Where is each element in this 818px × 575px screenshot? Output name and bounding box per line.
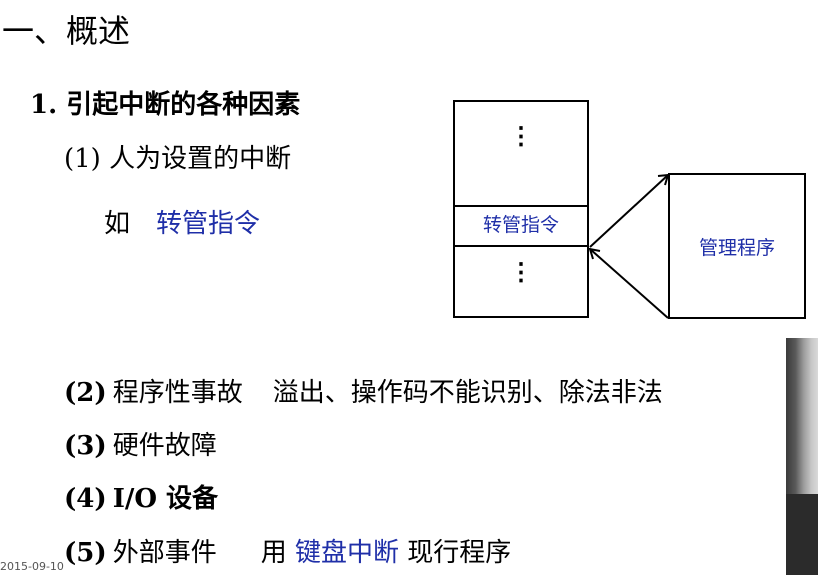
item-number: (3) bbox=[64, 431, 107, 461]
program-stack-diagram: ⋮ 转管指令 ⋮ bbox=[453, 100, 589, 318]
item-label: 程序性事故 bbox=[112, 378, 243, 408]
example-term: 转管指令 bbox=[156, 209, 261, 239]
cause-item-4: (4)I/O 设备 bbox=[64, 478, 218, 515]
item-label: I/O 设备 bbox=[112, 484, 219, 514]
footer-date: 2015-09-10 bbox=[0, 560, 64, 573]
arrow-head-return bbox=[588, 247, 601, 260]
handler-box: 管理程序 bbox=[668, 173, 806, 319]
cause-item-5: (5)外部事件 用 键盘中断 现行程序 bbox=[64, 532, 511, 569]
item-label: 外部事件 bbox=[112, 538, 217, 568]
item-number: (4) bbox=[64, 484, 107, 514]
stack-label: 转管指令 bbox=[482, 214, 559, 236]
arrow-head-to-handler bbox=[657, 173, 670, 186]
item-number: (2) bbox=[64, 378, 107, 408]
arrow-return bbox=[589, 248, 669, 319]
item-label: 硬件故障 bbox=[112, 431, 217, 461]
item-detail-post: 现行程序 bbox=[407, 538, 512, 568]
section-title: 1. 引起中断的各种因素 bbox=[30, 90, 301, 120]
stack-divider bbox=[455, 205, 587, 207]
page-heading: 一、概述 bbox=[2, 12, 131, 50]
item-detail-term: 键盘中断 bbox=[295, 538, 400, 568]
handler-label: 管理程序 bbox=[698, 236, 775, 259]
item-number: (5) bbox=[64, 538, 107, 568]
video-overlay-shadow bbox=[786, 494, 818, 575]
cause-item-1: (1) 人为设置的中断 bbox=[64, 144, 292, 174]
item-detail-pre: 用 bbox=[260, 538, 287, 568]
stack-divider bbox=[455, 245, 587, 247]
arrow-to-handler bbox=[589, 174, 669, 248]
item-detail: 溢出、操作码不能识别、除法非法 bbox=[272, 378, 663, 408]
video-overlay-image bbox=[786, 338, 818, 575]
cause-example: 如转管指令 bbox=[104, 203, 260, 240]
cause-item-2: (2)程序性事故溢出、操作码不能识别、除法非法 bbox=[64, 372, 663, 409]
example-prefix: 如 bbox=[104, 209, 131, 239]
cause-item-3: (3)硬件故障 bbox=[64, 425, 217, 462]
